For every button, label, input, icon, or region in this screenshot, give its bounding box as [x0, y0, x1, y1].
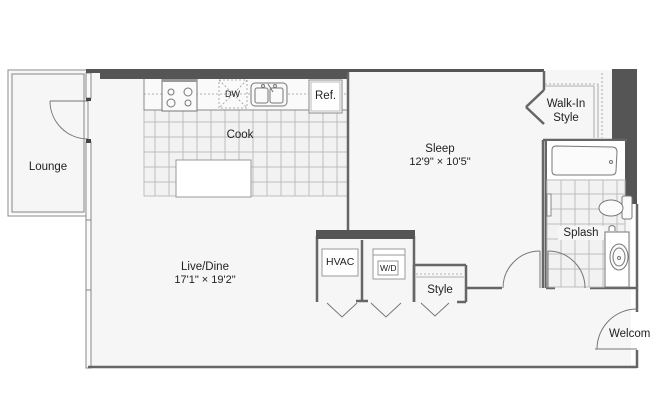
room-dimensions: 12'9" × 10'5" [409, 156, 471, 169]
room-name: Sleep [425, 143, 455, 155]
room-label-welcome: Welcom [609, 327, 652, 341]
room-label-cook: Cook [215, 128, 265, 142]
room-name-line1: Walk-In [546, 98, 586, 110]
room-label-walk-in: Walk-In Style [538, 97, 594, 126]
room-label-sleep: Sleep 12'9" × 10'5" [390, 142, 490, 170]
sink-icon [250, 82, 288, 107]
lounge-door [49, 100, 89, 140]
room-label-lounge: Lounge [22, 160, 74, 174]
doors [326, 250, 638, 350]
room-name-line2: Style [553, 112, 579, 125]
dishwasher-label: DW [225, 89, 240, 99]
walk-in-shelves [545, 73, 603, 138]
interior-walls [88, 71, 639, 369]
room-label-live-dine: Live/Dine 17'1" × 19'2" [150, 260, 260, 288]
room-label-splash: Splash [558, 226, 604, 241]
kitchen-island [175, 159, 252, 198]
room-name: Lounge [28, 161, 68, 173]
room-name: Welcom [609, 328, 651, 340]
room-name: Style [427, 284, 453, 296]
room-name: Live/Dine [181, 261, 229, 273]
vanity-sink-icon [604, 225, 630, 288]
hvac-label: HVAC [326, 256, 355, 268]
room-name: Cook [226, 129, 254, 141]
room-dimensions: 17'1" × 19'2" [174, 274, 236, 287]
room-label-style-closet: Style [418, 283, 462, 297]
hvac-unit-icon [321, 248, 359, 277]
toilet-icon [598, 195, 633, 220]
washer-dryer-label: W/D [380, 263, 397, 273]
wall-stub [86, 139, 91, 143]
closet-header-wall [316, 230, 415, 239]
room-name: Splash [563, 227, 599, 239]
stove-icon [161, 78, 198, 112]
washer-dryer-icon [372, 248, 406, 280]
refrigerator-icon [308, 79, 343, 114]
bathtub-icon [547, 141, 625, 179]
dishwasher-icon [218, 79, 248, 109]
wall-stub [86, 98, 91, 101]
towel-bar-icon [546, 193, 552, 217]
refrigerator-label: Ref. [315, 90, 337, 102]
